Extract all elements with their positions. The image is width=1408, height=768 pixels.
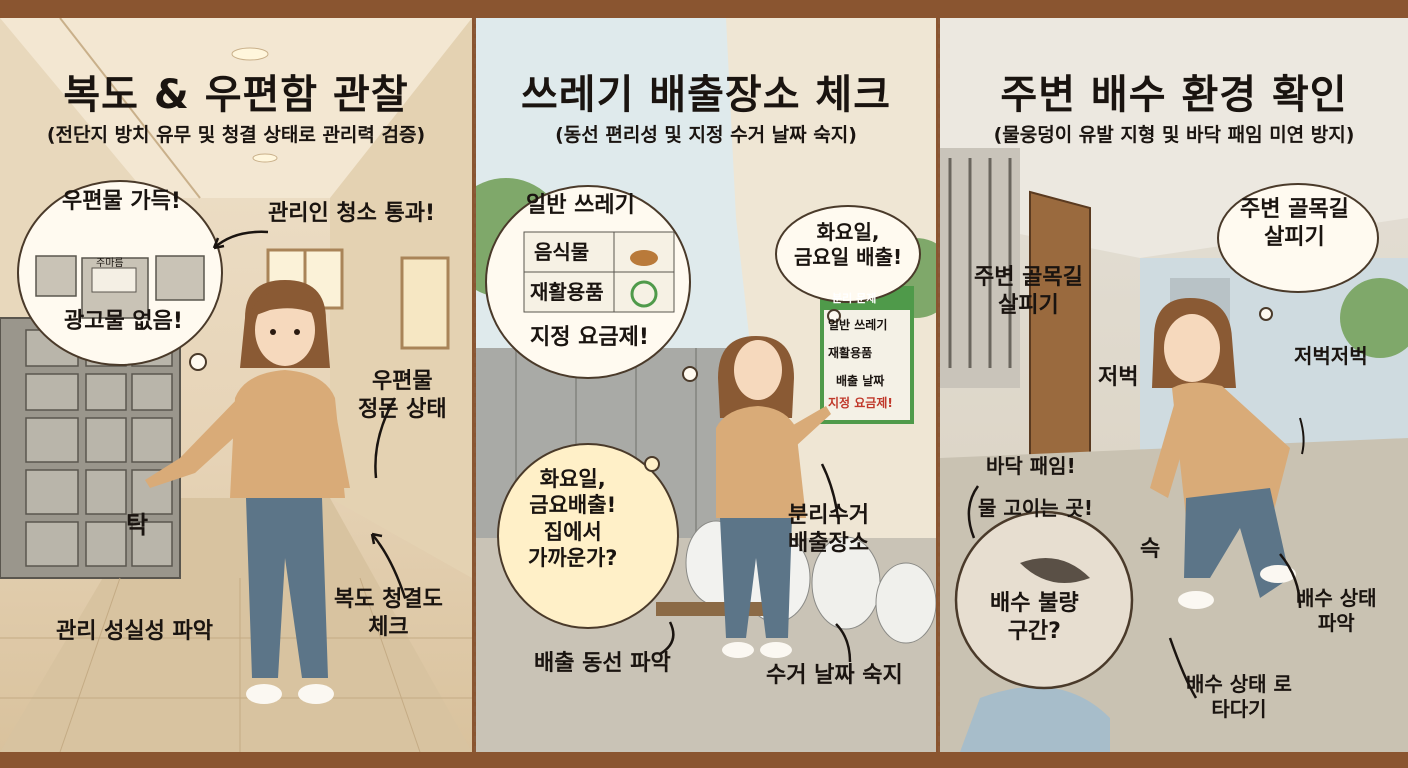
- panel-trash: 쓰레기 배출장소 체크 (동선 편리성 및 지정 수거 날짜 숙지) 일반 쓰레…: [476, 18, 936, 752]
- sign-fee: 지정 요금제!: [828, 396, 893, 410]
- label-alley-left: 주변 골목길 살피기: [974, 265, 1083, 318]
- label-management: 관리 성실성 파악: [56, 619, 213, 644]
- panel1-title: 복도 & 우편함 관찰: [63, 72, 409, 118]
- woman-figure: [1150, 298, 1296, 609]
- panel-hallway: 복도 & 우편함 관찰 (전단지 방치 유무 및 청결 상태로 관리력 검증) …: [0, 18, 472, 752]
- panel-divider: [474, 18, 476, 752]
- label-sok: 슥: [1140, 537, 1161, 562]
- panel1-subtitle: (전단지 방치 유무 및 청결 상태로 관리력 검증): [46, 124, 426, 146]
- panel3-subtitle: (물웅덩이 유발 지형 및 바닥 패임 미연 방지): [993, 124, 1355, 146]
- label-alley-right: 주변 골목길 살피기: [1240, 197, 1349, 250]
- label-route: 배출 동선 파악: [534, 651, 671, 676]
- label-fee-bag: 지정 요금제!: [530, 325, 649, 350]
- label-general-waste: 일반 쓰레기: [526, 193, 635, 218]
- label-drain-walk: 배수 상태 로 타다기: [1186, 672, 1292, 721]
- woman-figure: [145, 280, 350, 704]
- label-mail-full: 우편물 가득!: [62, 189, 181, 214]
- panel2-subtitle: (동선 편리성 및 지정 수거 날짜 숙지): [555, 124, 857, 146]
- panel-drainage: 주변 배수 환경 확인 (물웅덩이 유발 지형 및 바닥 패임 미연 방지) 주…: [940, 18, 1408, 752]
- label-puddle: 물 고이는 곳!: [978, 496, 1094, 520]
- label-no-flyers: 광고물 없음!: [64, 309, 183, 334]
- label-recycling: 재활용품: [530, 280, 604, 304]
- label-drain-state: 배수 상태 파악: [1296, 586, 1377, 635]
- sign-date: 배출 날짜: [836, 374, 885, 388]
- sign-header: 분리 문제: [832, 292, 877, 305]
- label-hall-clean: 복도 청결도 체크: [334, 587, 443, 640]
- label-tap: 탁: [126, 511, 149, 539]
- panel-divider: [938, 18, 940, 752]
- panel3-title: 주변 배수 환경 확인: [1000, 72, 1348, 118]
- label-manager-clean: 관리인 청소 통과!: [268, 201, 436, 226]
- label-food: 음식물: [534, 240, 590, 264]
- sign-general: 일반 쓰레기: [828, 318, 888, 332]
- label-near-home: 화요일, 금요배출! 집에서 가까운가?: [528, 467, 618, 570]
- label-tue-fri: 화요일, 금요일 배출!: [794, 220, 903, 269]
- label-pothole: 바닥 패임!: [986, 454, 1076, 478]
- hallway-illustration: [0, 18, 472, 752]
- label-recycle-spot: 분리수거 배출장소: [788, 503, 869, 556]
- woman-figure: [716, 336, 831, 658]
- label-squish1: 저벅: [1098, 365, 1139, 390]
- drainage-illustration: [940, 18, 1408, 752]
- label-pickup-date: 수거 날짜 숙지: [766, 663, 903, 688]
- panel2-title: 쓰레기 배출장소 체크: [520, 72, 892, 118]
- label-mail-tidy: 우편물 정돈 상태: [358, 369, 447, 422]
- label-squish2: 저벅저벅: [1294, 344, 1368, 368]
- mailbox-tag: 주마름: [96, 258, 124, 269]
- trash-illustration: [476, 18, 936, 752]
- label-bad-drain: 배수 불량 구간?: [990, 591, 1079, 644]
- sign-recycle: 재활용품: [828, 346, 873, 360]
